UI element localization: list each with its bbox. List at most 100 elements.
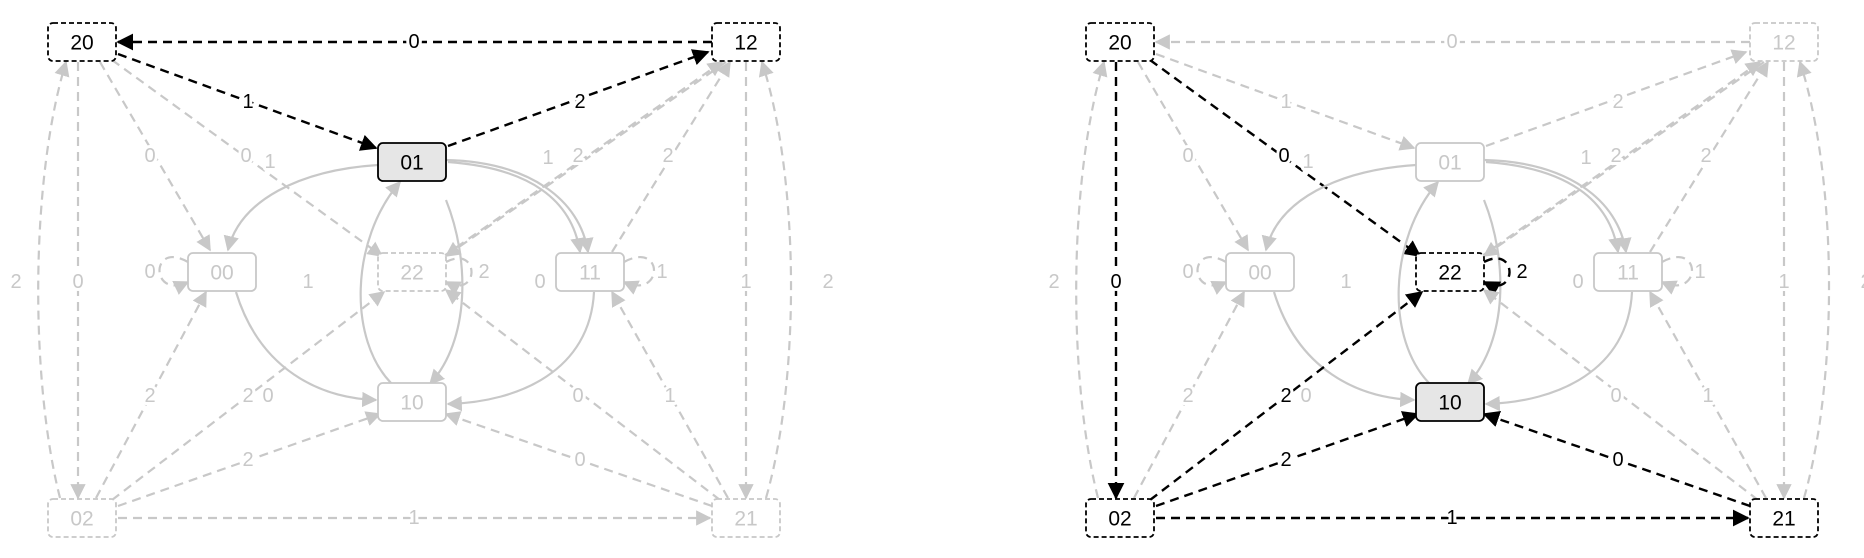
edge-label-e12_21: 1 xyxy=(1778,271,1789,293)
edge-e11_12 xyxy=(611,60,731,253)
edge-label-e12_22: 2 xyxy=(572,145,583,167)
node-label: 02 xyxy=(1108,508,1131,531)
node-label: 12 xyxy=(734,32,757,55)
edges xyxy=(37,33,793,526)
edge-e21_11 xyxy=(1649,290,1767,499)
edge-e00_10 xyxy=(1272,291,1416,408)
edge-label-e21_22: 0 xyxy=(572,385,583,407)
node-10: 10 xyxy=(377,382,447,422)
edge-e11_01 xyxy=(1483,158,1632,254)
node-label: 01 xyxy=(400,152,423,175)
node-label: 22 xyxy=(1438,262,1461,285)
node-22: 22 xyxy=(377,252,447,292)
edge-label-e11_01: 0 xyxy=(1572,271,1583,293)
node-label: 20 xyxy=(1108,32,1131,55)
edge-label-e20_01: 1 xyxy=(1280,91,1291,113)
node-box xyxy=(1415,382,1485,422)
edge-label-e20_22: 0 xyxy=(1278,145,1289,167)
node-20: 20 xyxy=(1085,22,1155,62)
node-box xyxy=(1225,252,1295,292)
edge-label-e11_loop: 1 xyxy=(656,261,667,283)
edge-e10_01 xyxy=(1397,180,1440,385)
node-11: 11 xyxy=(1593,252,1663,292)
node-label: 02 xyxy=(70,508,93,531)
node-label: 10 xyxy=(400,392,423,415)
edge-label-e11_loop: 1 xyxy=(1694,261,1705,283)
edge-label-e21_10: 0 xyxy=(1612,449,1623,471)
edge-e20_01 xyxy=(117,52,378,151)
edge-e02_10 xyxy=(117,411,382,508)
edge-e22_10 xyxy=(1466,199,1502,386)
edge-label-e01_00: 1 xyxy=(264,151,275,173)
node-box xyxy=(47,22,117,62)
edge-e02_00 xyxy=(1133,290,1245,499)
edge-label-e12_22: 2 xyxy=(1610,145,1621,167)
edge-e01_12 xyxy=(447,49,710,148)
edge-label-e02_21: 1 xyxy=(1446,507,1457,529)
edge-e02_22 xyxy=(111,291,386,501)
edge-e21_11 xyxy=(611,290,729,499)
edge-label-e11_12: 2 xyxy=(662,145,673,167)
edge-e01_11 xyxy=(447,160,586,254)
edge-e01_00 xyxy=(1261,163,1417,252)
edge-e11_12 xyxy=(1649,60,1769,253)
edge-label-e12_21: 1 xyxy=(740,271,751,293)
panel-right: 0120011220211022001201021220120100221110… xyxy=(1045,22,1864,538)
edge-label-e21_22: 0 xyxy=(1610,385,1621,407)
edge-label-e11_01: 0 xyxy=(534,271,545,293)
node-21: 21 xyxy=(711,498,781,538)
edge-e22_12 xyxy=(443,61,724,257)
edge-label-e02_22: 2 xyxy=(242,385,253,407)
edge-label-e20_12: 0 xyxy=(1446,31,1457,53)
node-02: 02 xyxy=(47,498,117,538)
edge-e02_20 xyxy=(37,60,70,499)
node-box xyxy=(1085,498,1155,538)
edge-label-e20_00: 0 xyxy=(1182,145,1193,167)
edge-label-e02_00: 2 xyxy=(144,385,155,407)
edge-label-e00_10: 1 xyxy=(1340,271,1351,293)
edge-label-e01_12: 2 xyxy=(574,91,585,113)
edge-e02_22 xyxy=(1149,290,1424,501)
edge-label-e00_loop: 0 xyxy=(1182,261,1193,283)
edge-label-e21_12: 2 xyxy=(1860,271,1864,293)
edge-e20_01 xyxy=(1155,52,1416,151)
node-22: 22 xyxy=(1415,252,1485,292)
edge-label-e21_12: 2 xyxy=(822,271,833,293)
node-box xyxy=(1415,142,1485,182)
edge-e12_22 xyxy=(444,61,727,257)
edge-e00_loop xyxy=(1196,255,1228,295)
node-box xyxy=(47,498,117,538)
edge-e02_20 xyxy=(1075,60,1108,499)
node-12: 12 xyxy=(1749,22,1819,62)
node-box xyxy=(555,252,625,292)
edge-e01_12 xyxy=(1485,49,1748,148)
node-02: 02 xyxy=(1085,498,1155,538)
edge-label-e00_loop: 0 xyxy=(144,261,155,283)
edge-e20_22 xyxy=(1149,59,1422,257)
node-20: 20 xyxy=(47,22,117,62)
edge-label-e11_12: 2 xyxy=(1700,145,1711,167)
node-01: 01 xyxy=(377,142,447,182)
node-label: 11 xyxy=(579,262,601,285)
edge-e12_22 xyxy=(1482,61,1765,257)
node-label: 12 xyxy=(1772,32,1795,55)
edge-label-e02_00: 2 xyxy=(1182,385,1193,407)
node-label: 11 xyxy=(1617,262,1639,285)
node-12: 12 xyxy=(711,22,781,62)
edge-e10_01 xyxy=(359,180,402,385)
node-label: 00 xyxy=(210,262,233,285)
edge-e11_01 xyxy=(445,158,594,254)
edge-e20_00 xyxy=(1137,61,1249,252)
edges xyxy=(1075,34,1831,527)
edge-label-e10_01: 0 xyxy=(262,385,273,407)
node-box xyxy=(1749,498,1819,538)
edge-label-e21_11: 1 xyxy=(1702,385,1713,407)
edge-e21_22 xyxy=(444,289,721,501)
node-label: 00 xyxy=(1248,262,1271,285)
